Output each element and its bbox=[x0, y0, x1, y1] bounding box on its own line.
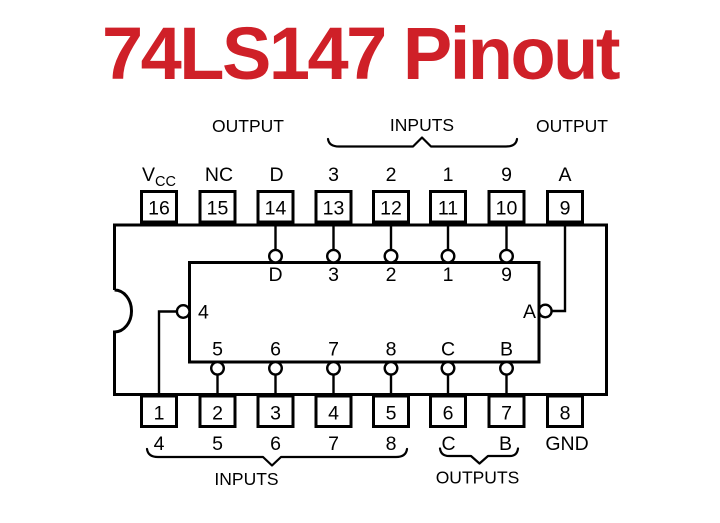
inner-label-7: 7 bbox=[328, 339, 339, 361]
bottom-inputs-brace bbox=[145, 447, 409, 467]
pin15-box bbox=[198, 190, 237, 224]
top-inputs-brace bbox=[326, 136, 519, 148]
pin1-connector-line bbox=[157, 310, 177, 397]
pin12-signal-label: 2 bbox=[386, 164, 397, 186]
inner-label-4: 4 bbox=[198, 302, 209, 324]
pin5-box bbox=[372, 394, 410, 428]
pin11-number: 11 bbox=[438, 198, 458, 220]
pin12-box bbox=[372, 190, 410, 224]
pin3-box bbox=[256, 394, 295, 428]
inversion-bubble-4-icon bbox=[175, 304, 191, 320]
inner-label-2: 2 bbox=[386, 264, 397, 286]
pin14-signal-label: D bbox=[269, 164, 283, 186]
pin3-signal-label: 6 bbox=[270, 433, 281, 455]
inner-label-1: 1 bbox=[443, 264, 454, 286]
pin16-signal-label: VCC bbox=[142, 164, 176, 190]
inner-label-8: 8 bbox=[386, 339, 397, 361]
top-inputs-label: INPUTS bbox=[390, 115, 454, 135]
page-title: 74LS147 Pinout bbox=[101, 12, 621, 95]
inner-label-5: 5 bbox=[212, 339, 223, 361]
inversion-bubble-6-icon bbox=[268, 360, 284, 376]
pin13-signal-label: 3 bbox=[328, 164, 339, 186]
pin10-signal-label: 9 bbox=[501, 164, 512, 186]
inner-function-box bbox=[188, 261, 541, 364]
pin10-box bbox=[487, 190, 526, 224]
inversion-bubble-1-icon bbox=[440, 248, 456, 264]
pin7-box bbox=[487, 394, 526, 428]
pin12-number: 12 bbox=[380, 198, 402, 220]
pin14-box bbox=[256, 190, 295, 224]
vcc-subscript: CC bbox=[155, 174, 176, 190]
pin5-number: 5 bbox=[386, 403, 397, 425]
pin5-signal-label: 8 bbox=[386, 433, 397, 455]
pin2-number: 2 bbox=[212, 403, 223, 425]
inner-label-6: 6 bbox=[270, 339, 281, 361]
top-output-right-label: OUTPUT bbox=[536, 116, 608, 136]
inversion-bubble-b-icon bbox=[499, 360, 515, 376]
bottom-inputs-label: INPUTS bbox=[214, 469, 278, 489]
pin16-box bbox=[140, 190, 178, 224]
pin15-signal-label: NC bbox=[205, 164, 233, 186]
pin10-number: 10 bbox=[496, 198, 518, 220]
inner-label-a: A bbox=[523, 301, 536, 323]
top-output-left-label: OUTPUT bbox=[212, 116, 284, 136]
inversion-bubble-d-icon bbox=[268, 248, 284, 264]
pin9-box bbox=[546, 190, 584, 224]
pin4-box bbox=[314, 394, 353, 428]
pin6-signal-label: C bbox=[441, 433, 455, 455]
inversion-bubble-8-icon bbox=[383, 360, 399, 376]
inversion-bubble-3-icon bbox=[326, 248, 342, 264]
pin8-signal-label: GND bbox=[545, 433, 588, 455]
inversion-bubble-5-icon bbox=[209, 360, 225, 376]
pin16-number: 16 bbox=[148, 198, 170, 220]
pin13-box bbox=[314, 190, 353, 224]
inversion-bubble-c-icon bbox=[440, 360, 456, 376]
pin7-signal-label: B bbox=[499, 433, 512, 455]
pin1-number: 1 bbox=[154, 403, 165, 425]
bottom-outputs-brace bbox=[438, 447, 520, 465]
pin1-signal-label: 4 bbox=[154, 433, 165, 455]
inner-label-d: D bbox=[268, 264, 282, 286]
inversion-bubble-7-icon bbox=[326, 360, 342, 376]
pin6-box bbox=[429, 394, 467, 428]
pin6-number: 6 bbox=[443, 403, 454, 425]
inversion-bubble-9-icon bbox=[499, 248, 515, 264]
pin9-connector-line bbox=[551, 225, 567, 313]
pin1-box bbox=[140, 394, 178, 428]
inner-label-b: B bbox=[500, 339, 513, 361]
inner-label-3: 3 bbox=[328, 264, 339, 286]
pin2-box bbox=[198, 394, 237, 428]
pin14-number: 14 bbox=[265, 198, 287, 220]
ic-body-outline bbox=[113, 223, 608, 396]
pin13-number: 13 bbox=[323, 198, 345, 220]
inner-label-c: C bbox=[441, 339, 455, 361]
pin11-box bbox=[429, 190, 467, 224]
inversion-bubble-2-icon bbox=[383, 248, 399, 264]
pin8-box bbox=[546, 394, 584, 428]
bottom-outputs-label: OUTPUTS bbox=[436, 468, 520, 488]
pin9-number: 9 bbox=[560, 198, 571, 220]
pin8-number: 8 bbox=[560, 403, 571, 425]
pin2-signal-label: 5 bbox=[212, 433, 223, 455]
pin4-number: 4 bbox=[328, 403, 339, 425]
inversion-bubble-a-icon bbox=[537, 303, 553, 319]
pin4-signal-label: 7 bbox=[328, 433, 339, 455]
vcc-base: V bbox=[142, 164, 155, 186]
pin9-signal-label: A bbox=[558, 164, 571, 186]
pin15-number: 15 bbox=[207, 198, 229, 220]
pin3-number: 3 bbox=[270, 403, 281, 425]
inner-label-9: 9 bbox=[501, 264, 512, 286]
pin7-number: 7 bbox=[501, 403, 512, 425]
pin11-signal-label: 1 bbox=[443, 164, 454, 186]
